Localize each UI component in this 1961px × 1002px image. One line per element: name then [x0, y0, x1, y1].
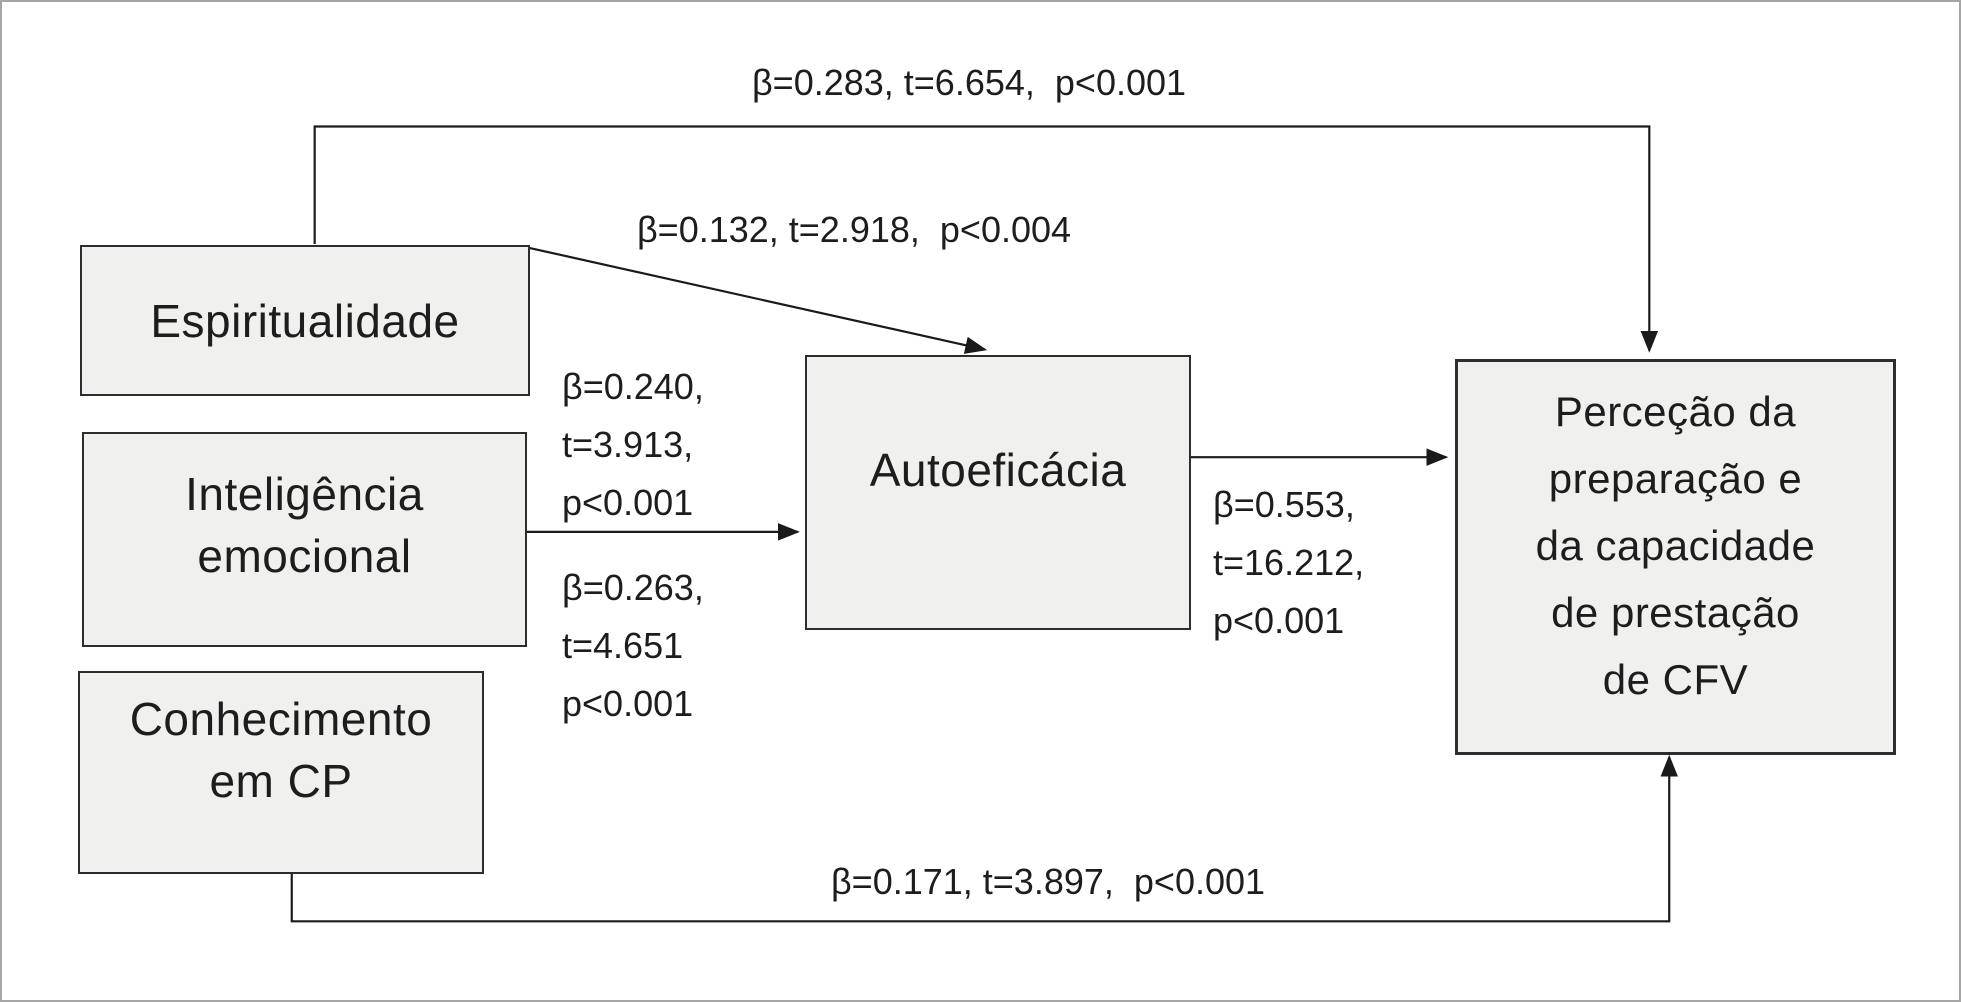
box-espiritualidade-label: Espiritualidade: [150, 294, 460, 347]
stat-line: p<0.001: [562, 482, 694, 523]
box-autoeficacia-label: Autoeficácia: [869, 443, 1127, 496]
arrow-espiritualidade-to-autoeficacia: [529, 246, 988, 354]
stat-line: t=4.651: [562, 625, 684, 666]
box-conhecimento-em-cp: Conhecimento em CP: [78, 671, 484, 874]
path-label-espiritualidade-to-autoeficacia: β=0.132, t=2.918, p<0.004: [636, 209, 1072, 250]
box-inteligencia-emocional: Inteligência emocional: [82, 432, 527, 647]
stat-line: t=3.913,: [562, 424, 694, 465]
box-percecao-label-line4: de prestação: [1551, 588, 1800, 636]
path-label-conhecimento-to-percecao: β=0.171, t=3.897, p<0.001: [830, 861, 1266, 902]
box-percecao-label-line3: da capacidade: [1535, 521, 1816, 569]
path-label-conhecimento-to-autoeficacia: β=0.263, t=4.651 p<0.001: [562, 559, 704, 733]
box-inteligencia-label-line2: emocional: [197, 529, 412, 582]
box-espiritualidade: Espiritualidade: [80, 245, 530, 396]
box-percecao-cfv: Perceção da preparação e da capacidade d…: [1455, 359, 1896, 755]
path-label-autoeficacia-to-percecao: β=0.553, t=16.212, p<0.001: [1213, 476, 1364, 650]
stat-line: β=0.553,: [1213, 484, 1355, 525]
stat-line: p<0.001: [562, 683, 694, 724]
box-conhecimento-label-line2: em CP: [209, 754, 353, 807]
stat-line: β=0.240,: [562, 366, 704, 407]
box-inteligencia-label-line1: Inteligência: [185, 467, 424, 520]
stat-line: t=16.212,: [1213, 542, 1365, 583]
box-conhecimento-label-line1: Conhecimento: [129, 692, 433, 745]
box-percecao-label-line2: preparação e: [1548, 454, 1803, 502]
path-label-espiritualidade-to-percecao: β=0.283, t=6.654, p<0.001: [751, 62, 1187, 103]
stat-line: p<0.001: [1213, 600, 1345, 641]
box-autoeficacia: Autoeficácia: [805, 355, 1191, 630]
path-label-inteligencia-to-autoeficacia: β=0.240, t=3.913, p<0.001: [562, 358, 704, 532]
box-percecao-label-line5: de CFV: [1602, 655, 1749, 703]
box-percecao-label-line1: Perceção da: [1554, 387, 1797, 435]
stat-line: β=0.263,: [562, 567, 704, 608]
